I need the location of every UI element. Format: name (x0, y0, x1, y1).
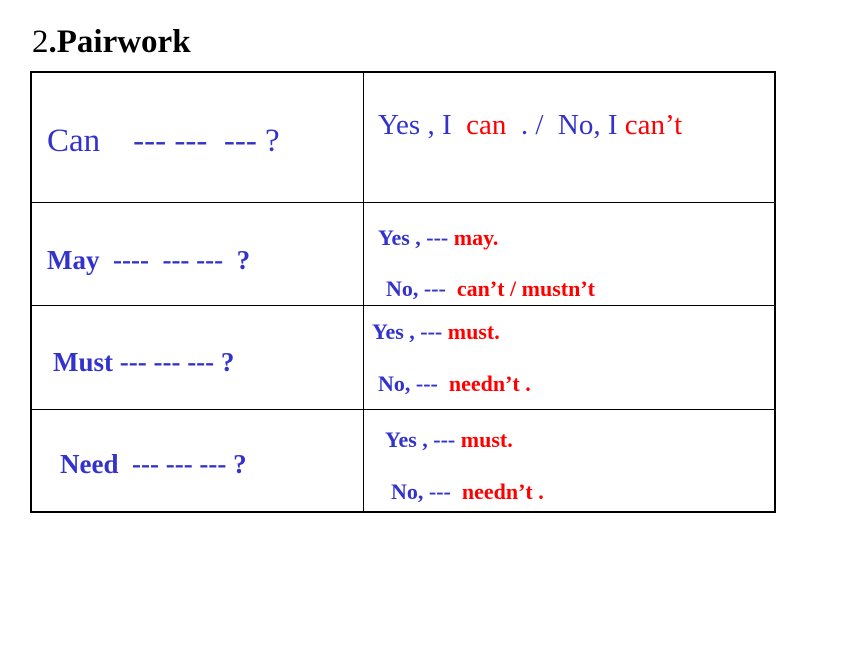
answer-yes-modal: must. (460, 427, 513, 452)
answer-no-prefix: No, --- (378, 371, 449, 396)
answer-no-modal: needn’t . (461, 479, 544, 504)
answer-no-modal: can’t / mustn’t (456, 276, 595, 301)
answer-yes-need: Yes , --- must. (385, 429, 513, 451)
heading-number: 2 (32, 24, 49, 60)
answer-yes-prefix: Yes , --- (378, 225, 454, 250)
answer-yes-modal: may. (453, 225, 499, 250)
question-need: Need --- --- --- ? (60, 449, 247, 479)
answer-no-may: No, --- can’t / mustn’t (386, 278, 595, 300)
answer-yes-must: Yes , --- must. (372, 321, 500, 343)
answer-no-need: No, --- needn’t . (391, 481, 544, 503)
heading-title: .Pairwork (48, 24, 191, 60)
slide-heading: 2.Pairwork (32, 22, 191, 62)
answer-yes-modal: can (466, 109, 507, 141)
answer-yes-prefix: Yes , I (378, 109, 467, 141)
answer-no-modal: needn’t . (448, 371, 531, 396)
question-may: May ---- --- --- ? (47, 245, 251, 275)
answer-yes-prefix: Yes , --- (385, 427, 461, 452)
answer-yes-may: Yes , --- may. (378, 227, 498, 249)
answer-no-modal: can’t (624, 109, 683, 141)
answer-yes-modal: must. (447, 319, 500, 344)
question-can: Can --- --- --- ? (47, 123, 280, 159)
row-divider (32, 409, 774, 410)
pairwork-table: Can --- --- --- ? Yes , I can . / No, I … (30, 71, 776, 513)
answer-no-prefix: No, --- (386, 276, 457, 301)
answer-no-prefix: No, --- (391, 479, 462, 504)
column-divider (363, 73, 364, 511)
answer-can: Yes , I can . / No, I can’t (378, 111, 682, 140)
row-divider (32, 202, 774, 203)
question-must: Must --- --- --- ? (53, 347, 235, 377)
answer-yes-prefix: Yes , --- (372, 319, 448, 344)
row-divider (32, 305, 774, 306)
answer-yes-suffix: . / No, I (506, 109, 625, 141)
answer-no-must: No, --- needn’t . (378, 373, 531, 395)
